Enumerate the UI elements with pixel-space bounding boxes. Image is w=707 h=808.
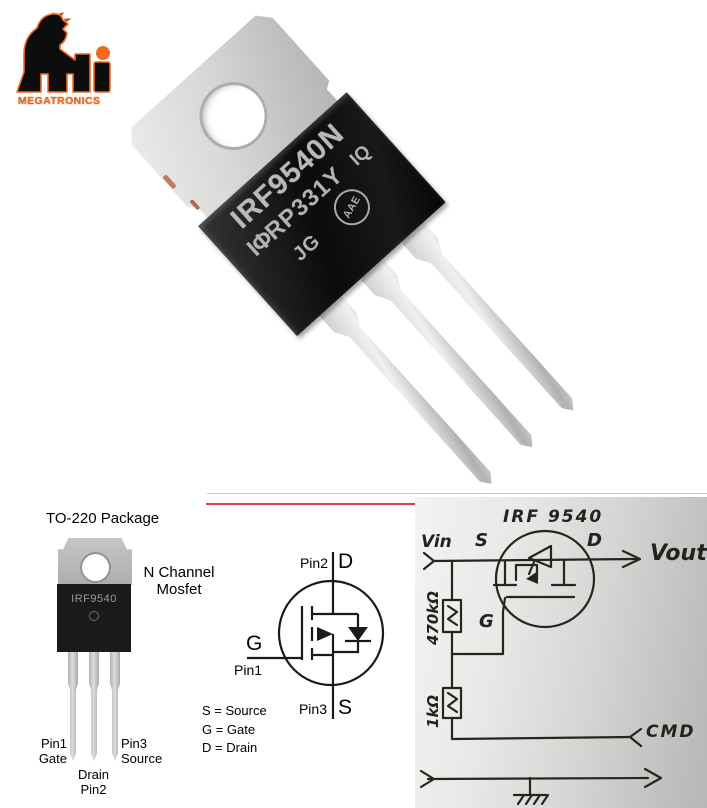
channel-type-line1: N Channel bbox=[143, 564, 215, 581]
pin1-label: Pin1 Gate bbox=[30, 736, 67, 766]
logo-gorilla-m-shape bbox=[16, 13, 91, 93]
gate-wire bbox=[450, 596, 507, 656]
gate-resistor-value: 1kΩ bbox=[424, 694, 442, 728]
gray-divider-line bbox=[207, 493, 707, 494]
pin2-function: Drain bbox=[77, 767, 110, 782]
date-code-marking: JG bbox=[288, 229, 325, 266]
hand-drawn-schematic bbox=[419, 529, 663, 806]
ground-rail-arrowhead bbox=[643, 767, 663, 789]
pin3-function: Source bbox=[121, 751, 163, 766]
red-divider-line bbox=[206, 503, 563, 505]
schematic-part-label: IRF 9540 bbox=[503, 507, 604, 527]
channel-type-label: N Channel Mosfet bbox=[136, 564, 222, 598]
symbol-source-letter: S bbox=[338, 696, 353, 719]
pin3-label: Pin3 Source bbox=[121, 736, 166, 766]
source-contact bbox=[492, 560, 518, 587]
schematic-vin-label: Vin bbox=[421, 532, 452, 552]
gate-resistor-box bbox=[441, 686, 463, 720]
drawing-part-number: IRF9540 bbox=[71, 593, 117, 605]
body-diode-outline bbox=[527, 544, 553, 569]
gate-lead bbox=[319, 296, 502, 494]
schematic-drain-label: D bbox=[587, 530, 602, 551]
brand-name: MEGATRONICS bbox=[18, 95, 101, 107]
channel-arrow bbox=[317, 627, 333, 641]
gate-resistor-squiggle bbox=[446, 691, 459, 714]
schematic-gate-label: G bbox=[479, 611, 494, 632]
mosfet-symbol-drawing bbox=[247, 552, 385, 719]
vout-arrowhead bbox=[621, 549, 642, 569]
schematic-source-label: S bbox=[475, 530, 488, 551]
symbol-circle bbox=[277, 579, 385, 687]
pin1-function: Gate bbox=[38, 751, 67, 766]
ground-hatch bbox=[512, 793, 550, 806]
transistor-photo: IRF9540N IΦR P331Y IQ JG AAE bbox=[119, 5, 609, 518]
ground-rail-wire bbox=[426, 776, 650, 781]
pin2-name: Pin2 bbox=[80, 782, 107, 797]
substrate-arrow-line bbox=[527, 560, 536, 576]
transistor-circle bbox=[494, 529, 596, 629]
legend-drain: D = Drain bbox=[202, 740, 258, 755]
package-title: TO-220 Package bbox=[46, 510, 160, 527]
vin-arrow-chevron bbox=[422, 551, 436, 571]
schematic-cmd-label: CMD bbox=[646, 722, 696, 742]
symbol-pin1-label: Pin1 bbox=[234, 662, 263, 678]
symbol-pin2-label: Pin2 bbox=[299, 555, 328, 571]
drawing-gate-lead bbox=[68, 652, 78, 761]
drawing-logo-ring bbox=[89, 611, 99, 621]
pin2-label: Drain Pin2 bbox=[66, 767, 121, 797]
cmd-wire bbox=[450, 735, 633, 741]
drawing-drain-lead bbox=[89, 652, 99, 761]
cmd-arrow-chevron bbox=[628, 727, 643, 748]
legend-gate: G = Gate bbox=[202, 721, 256, 737]
megatronics-gorilla-logo-icon bbox=[16, 12, 111, 93]
symbol-pin3-label: Pin3 bbox=[298, 701, 327, 717]
legend-source: S = Source bbox=[202, 703, 267, 718]
channel-type-line2: Mosfet bbox=[156, 581, 202, 598]
drawing-mounting-hole bbox=[80, 552, 111, 583]
logo-i-stem-shape bbox=[93, 61, 111, 93]
pin1-name: Pin1 bbox=[40, 736, 67, 751]
schematic-vout-label: Vout bbox=[650, 541, 707, 566]
substrate-arrowhead bbox=[526, 571, 538, 584]
pullup-resistor-squiggle bbox=[446, 604, 459, 627]
logo-i-dot-shape bbox=[96, 46, 110, 60]
drawing-source-lead bbox=[110, 652, 120, 761]
diode-cathode-line bbox=[333, 641, 360, 654]
schematic-paper-photo bbox=[415, 497, 707, 808]
symbol-gate-letter: G bbox=[246, 632, 263, 655]
drain-contact bbox=[550, 559, 577, 587]
ground-rail-left-chevron bbox=[419, 769, 436, 789]
symbol-drain-letter: D bbox=[338, 550, 354, 573]
pin3-name: Pin3 bbox=[121, 736, 148, 751]
body-diode-triangle bbox=[348, 627, 368, 641]
pullup-resistor-value: 470kΩ bbox=[424, 590, 442, 645]
pin-legend: S = Source G = Gate D = Drain bbox=[202, 702, 267, 758]
drawing-plastic-body: IRF9540 bbox=[57, 584, 131, 652]
pullup-resistor-box bbox=[441, 598, 463, 634]
